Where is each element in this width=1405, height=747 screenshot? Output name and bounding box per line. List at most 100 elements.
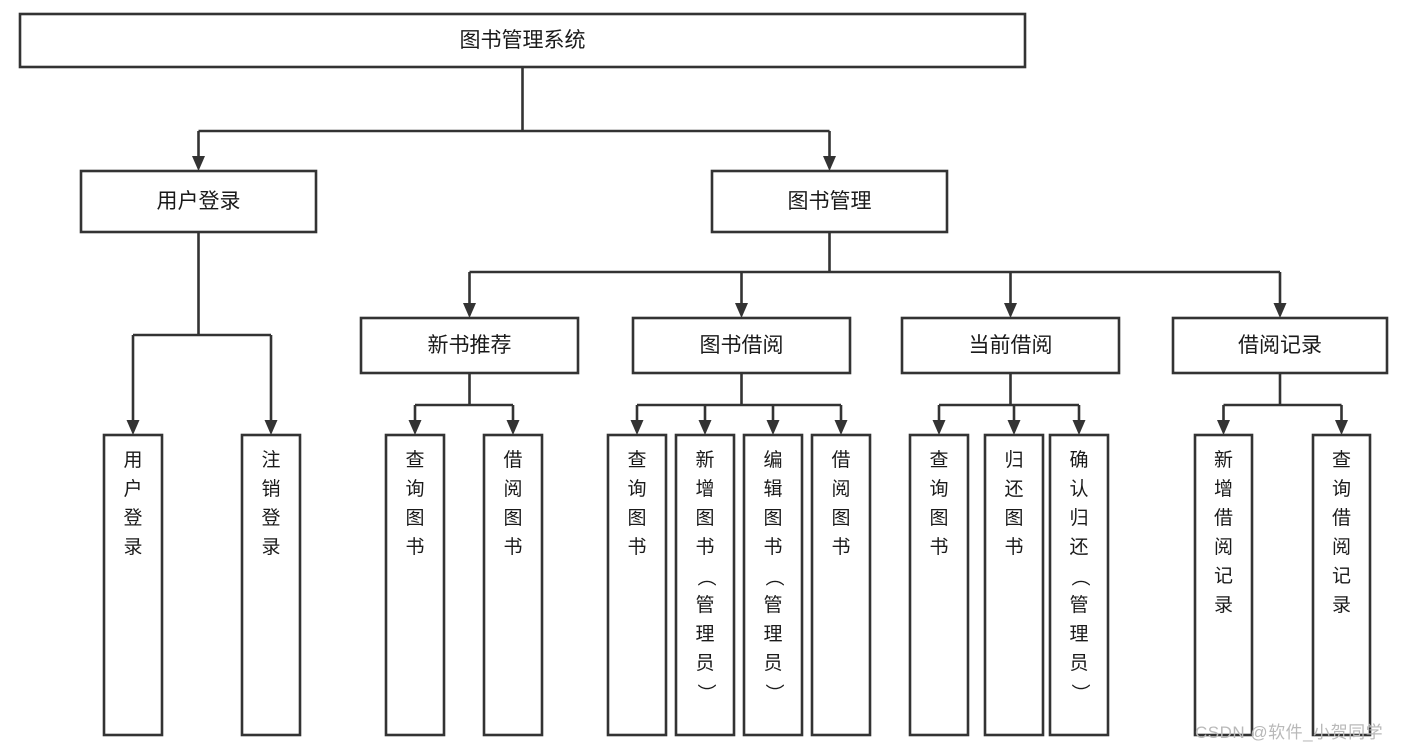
node-box: [810, 433, 872, 737]
arrowhead-leaf-logout: [264, 420, 278, 435]
node-label-char: 员: [695, 653, 714, 674]
node-box: [482, 433, 544, 737]
node-label-char: 阅: [1214, 536, 1233, 558]
node-box: [983, 433, 1045, 737]
node-book-borrow[interactable]: 图书借阅: [631, 316, 852, 375]
arrowhead-book-borrow: [735, 303, 748, 318]
arrowhead-leaf-borrow-book-1: [506, 420, 520, 435]
node-box: [102, 433, 164, 737]
node-box: [79, 169, 318, 234]
node-label-char: 户: [123, 478, 142, 500]
node-root[interactable]: 图书管理系统: [18, 12, 1027, 69]
arrowhead-leaf-borrow-book-2: [834, 420, 848, 435]
node-new-book-recommend[interactable]: 新书推荐: [359, 316, 580, 375]
node-label-char: 录: [123, 537, 142, 558]
node-label-char: 查: [405, 449, 424, 471]
arrowhead-leaf-query-book-3: [932, 420, 946, 435]
node-label: 新书推荐: [428, 334, 512, 357]
node-label-char: 借: [1332, 507, 1351, 529]
node-label: 用户登录: [157, 190, 241, 213]
node-box: [1171, 316, 1389, 375]
node-label-char: 阅: [503, 478, 522, 500]
node-label-char: 记: [1332, 565, 1351, 587]
node-borrow-record[interactable]: 借阅记录: [1171, 316, 1389, 375]
node-label: 借阅记录: [1238, 334, 1322, 357]
node-label-char: 书: [1004, 536, 1023, 558]
node-label-char: 销: [261, 478, 280, 500]
node-box: [606, 433, 668, 737]
node-label-char: 询: [405, 478, 424, 500]
node-label-char: 辑: [763, 478, 782, 500]
node-label-char: 阅: [1332, 536, 1351, 558]
node-label-char: 图: [831, 508, 850, 529]
node-label-char: ）: [763, 683, 785, 702]
arrowhead-leaf-add-record: [1217, 420, 1230, 435]
node-label-char: 图: [1004, 508, 1023, 529]
node-current-borrow[interactable]: 当前借阅: [900, 316, 1121, 375]
arrowhead-user-login: [192, 156, 205, 171]
arrowhead-leaf-query-record: [1335, 420, 1348, 435]
node-box: [1048, 433, 1110, 737]
node-box: [908, 433, 970, 737]
node-label-char: 新: [695, 449, 714, 471]
node-label-char: 借: [1214, 507, 1233, 529]
node-label-char: 归: [1069, 507, 1088, 529]
node-label-char: 书: [831, 536, 850, 558]
node-label-char: 登: [261, 507, 280, 529]
node-user-login[interactable]: 用户登录: [79, 169, 318, 234]
node-label-char: 理: [695, 624, 714, 645]
node-label-char: 查: [1332, 449, 1351, 471]
node-book-management[interactable]: 图书管理: [710, 169, 949, 234]
node-label-char: 询: [627, 478, 646, 500]
node-box: [742, 433, 804, 737]
arrowhead-leaf-user-login: [126, 420, 140, 435]
node-label-char: 认: [1069, 478, 1088, 500]
arrowhead-leaf-confirm-return: [1072, 420, 1086, 435]
node-label-char: 图: [929, 508, 948, 529]
node-label-char: 理: [763, 624, 782, 645]
node-label-char: 还: [1069, 536, 1088, 558]
node-box: [710, 169, 949, 234]
node-label: 图书管理: [788, 190, 872, 213]
node-label: 图书管理系统: [460, 29, 586, 52]
node-label-char: （: [695, 567, 717, 586]
node-label-char: 书: [503, 536, 522, 558]
node-label-char: 阅: [831, 478, 850, 500]
node-label-char: 录: [1214, 595, 1233, 616]
node-label-char: 确: [1069, 449, 1088, 471]
node-label-char: 新: [1214, 449, 1233, 471]
node-label: 当前借阅: [969, 334, 1053, 357]
node-label-char: 图: [627, 508, 646, 529]
node-label-char: 增: [1214, 478, 1233, 500]
arrowhead-leaf-add-book: [698, 420, 712, 435]
node-label-char: 管: [1069, 594, 1088, 616]
node-label-char: 查: [627, 449, 646, 471]
node-leaf-user-login[interactable]: 用户登录: [102, 433, 164, 737]
arrowhead-borrow-record: [1273, 303, 1287, 318]
arrowhead-new-book-recommend: [463, 303, 476, 318]
node-label-char: ）: [1069, 683, 1091, 702]
node-label-char: 员: [763, 653, 782, 674]
node-label-char: 书: [405, 536, 424, 558]
node-box: [240, 433, 302, 737]
arrowhead-leaf-return-book: [1007, 420, 1021, 435]
node-box: [1311, 433, 1372, 737]
connector-layer: [126, 67, 1348, 435]
node-label-char: （: [763, 567, 785, 586]
node-label-char: 询: [1332, 478, 1351, 500]
node-label-char: 书: [929, 536, 948, 558]
